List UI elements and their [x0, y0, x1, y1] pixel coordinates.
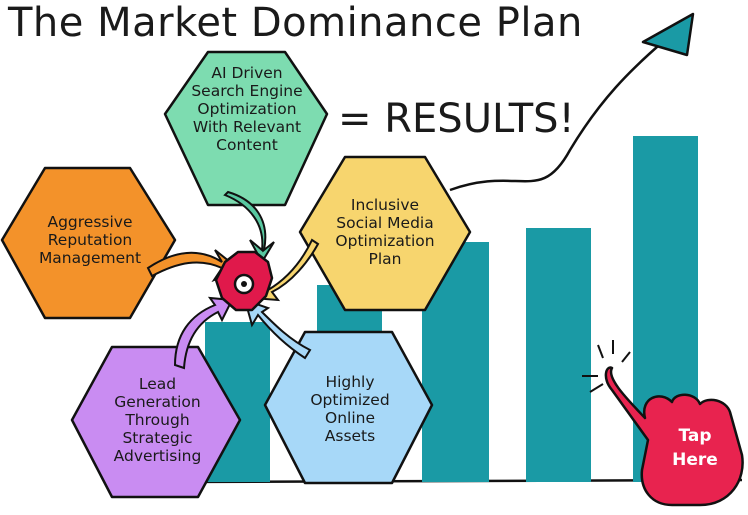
- tap-here-line-1: Tap: [678, 426, 712, 446]
- bar-4: [526, 228, 591, 482]
- page-title: The Market Dominance Plan: [8, 0, 583, 46]
- tap-hand-icon[interactable]: [604, 366, 744, 507]
- arrow-from-seo: [223, 190, 275, 265]
- tap-here-button[interactable]: Tap Here: [655, 424, 735, 472]
- tap-here-line-2: Here: [672, 450, 718, 470]
- hexagon-social: [298, 155, 472, 312]
- hexagon-assets: [263, 330, 434, 485]
- hexagon-reputation: [0, 166, 177, 320]
- click-spark-icon: [582, 340, 631, 393]
- growth-arrow-line: [449, 39, 666, 192]
- growth-arrow-head: [641, 12, 695, 57]
- hub-gear-icon: [214, 250, 274, 312]
- hexagon-seo: [163, 50, 329, 207]
- hexagon-lead: [70, 345, 242, 499]
- results-text: = RESULTS!: [338, 96, 575, 142]
